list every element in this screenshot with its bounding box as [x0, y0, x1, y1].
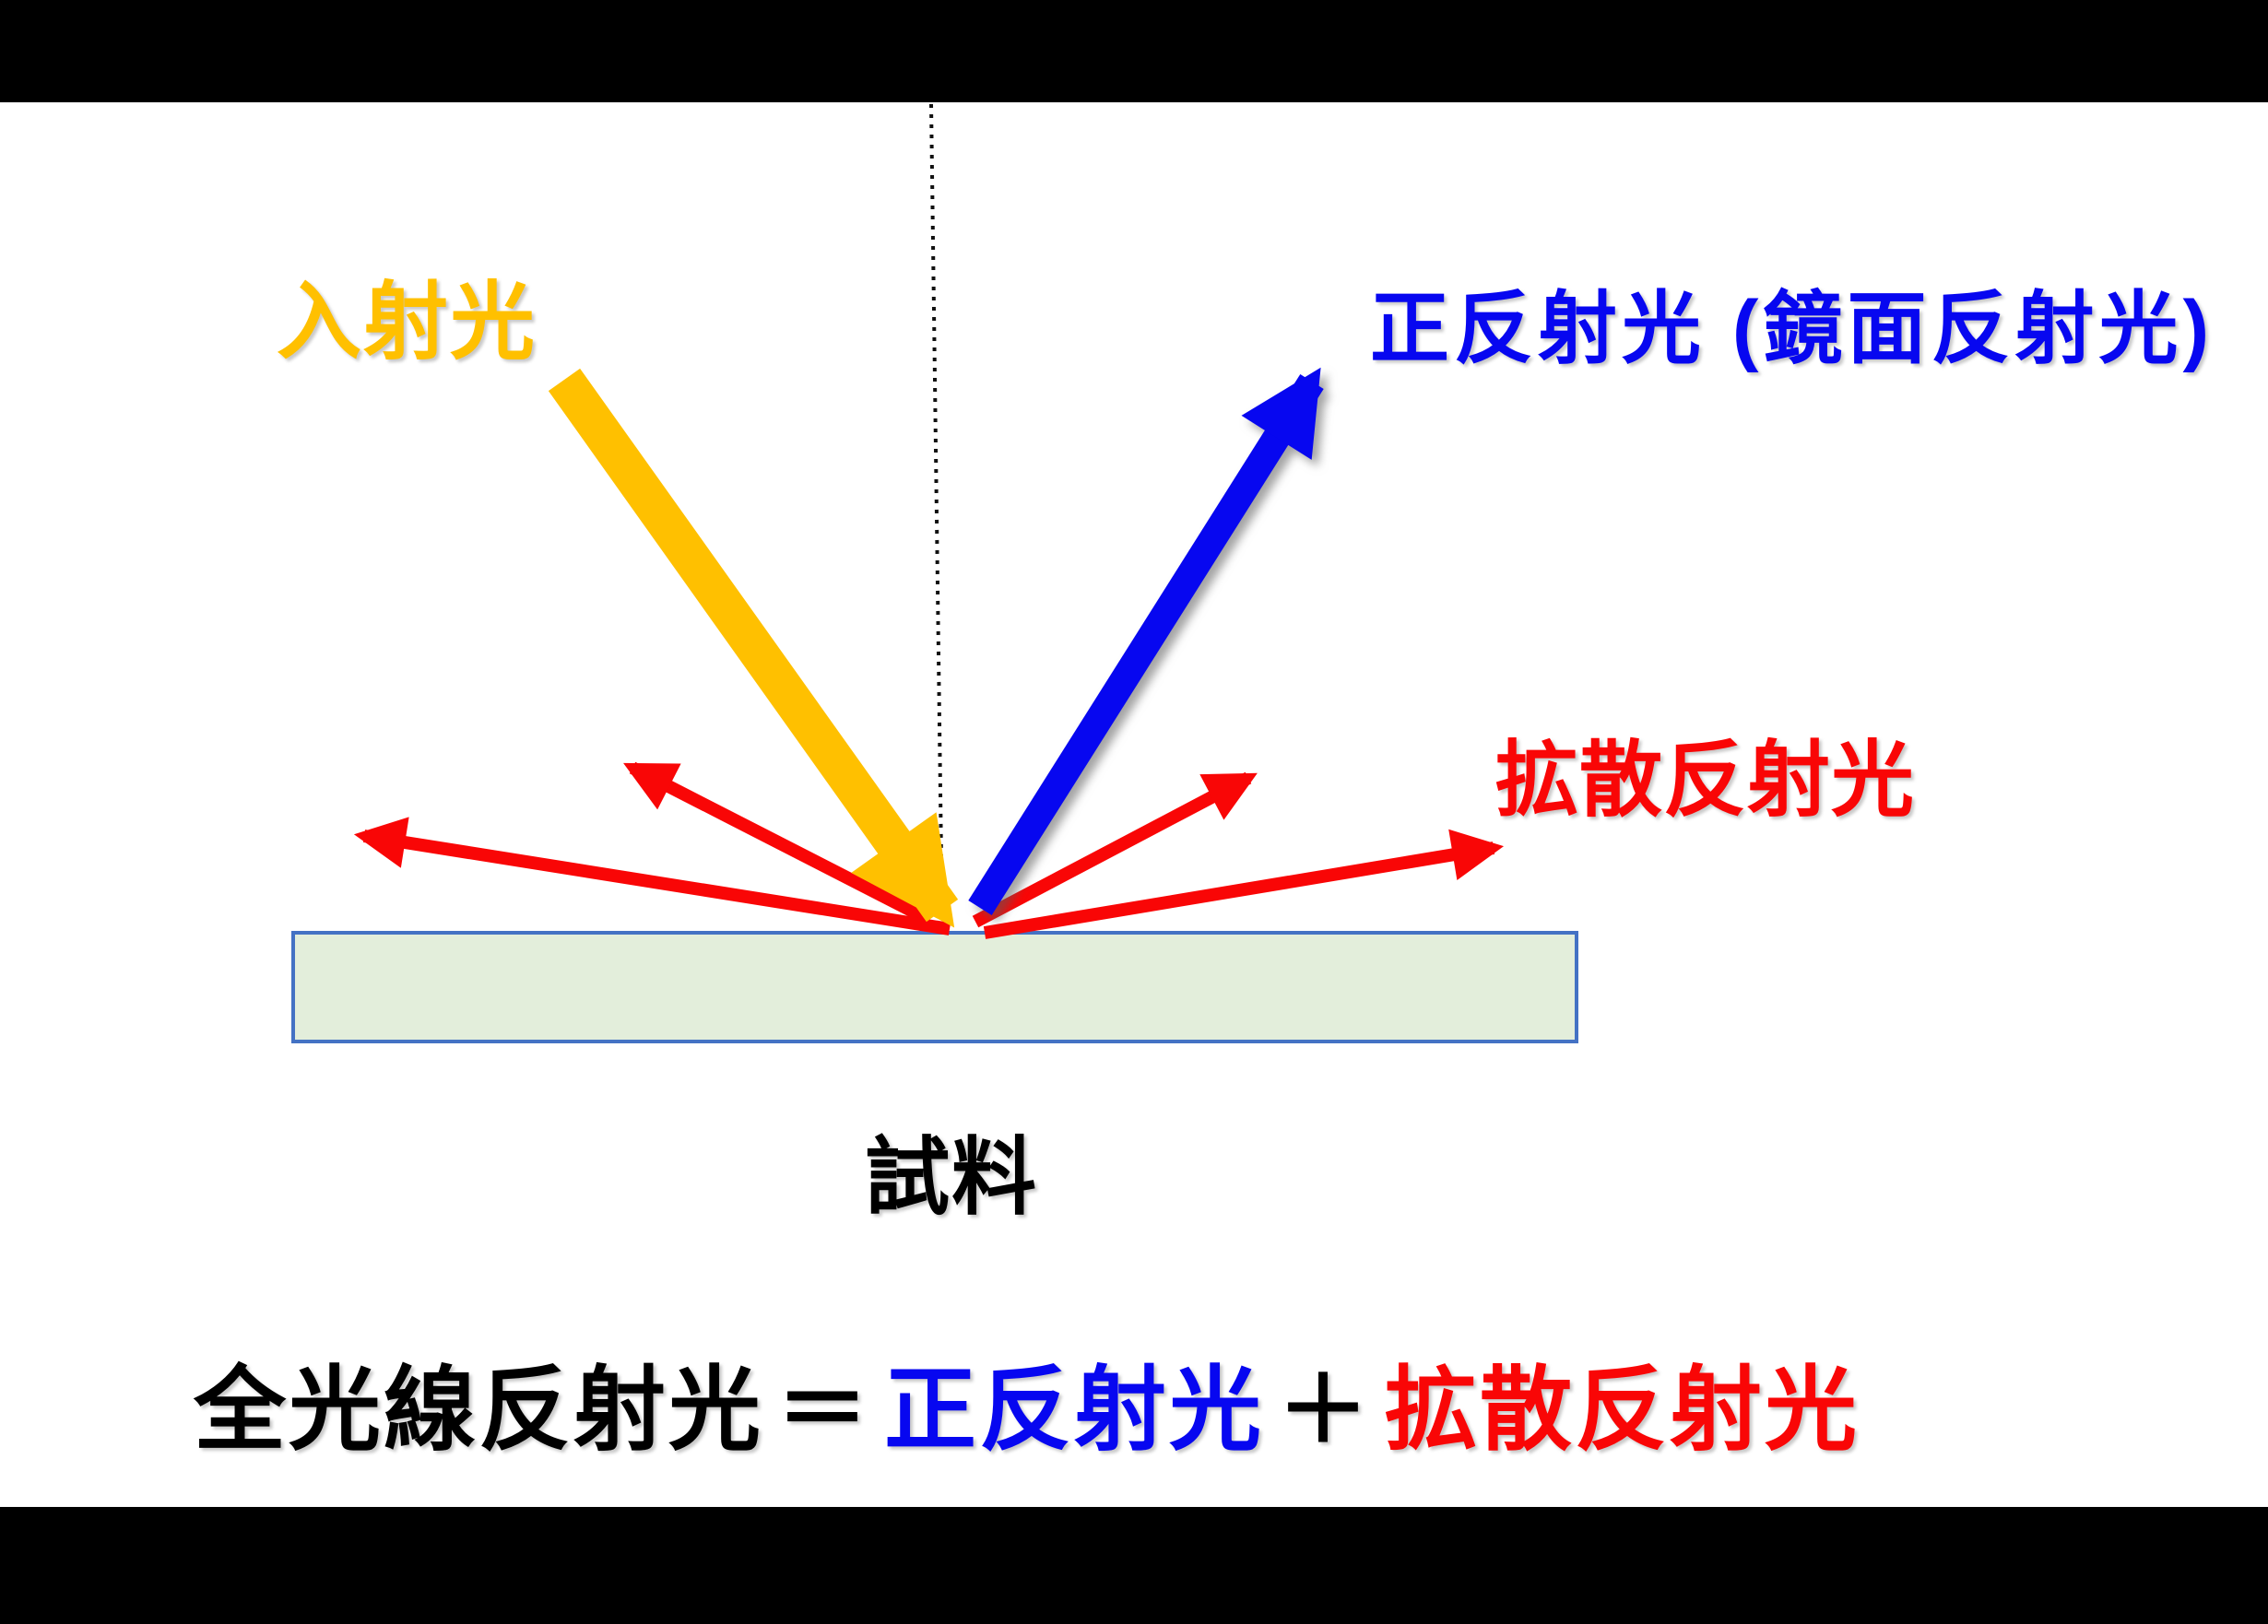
slide-white-area	[0, 102, 2268, 1507]
sample-surface-rect	[291, 931, 1578, 1043]
surface-normal-dotted-line	[929, 103, 944, 930]
diffuse-reflection-label: 拡散反射光	[1495, 735, 1915, 827]
specular-reflection-arrow	[968, 367, 1324, 915]
reflection-equation: 全光線反射光 ＝ 正反射光 ＋ 拡散反射光	[194, 1364, 1860, 1456]
equation-specular-term: 正反射光	[884, 1359, 1264, 1462]
equation-plus-sign: ＋	[1277, 1359, 1372, 1462]
diffuse-arrow-upright	[972, 771, 1258, 928]
specular-reflection-label: 正反射光 (鏡面反射光)	[1370, 285, 2215, 373]
equation-total-term: 全光線反射光	[194, 1359, 763, 1462]
equation-equals-sign: ＝	[776, 1359, 871, 1462]
diffuse-arrow-right	[983, 829, 1505, 939]
incident-light-label: 入射光	[277, 276, 537, 370]
incident-light-arrow	[548, 368, 959, 928]
sample-label: 試料	[865, 1131, 1039, 1225]
equation-diffuse-term: 拡散反射光	[1385, 1359, 1860, 1462]
